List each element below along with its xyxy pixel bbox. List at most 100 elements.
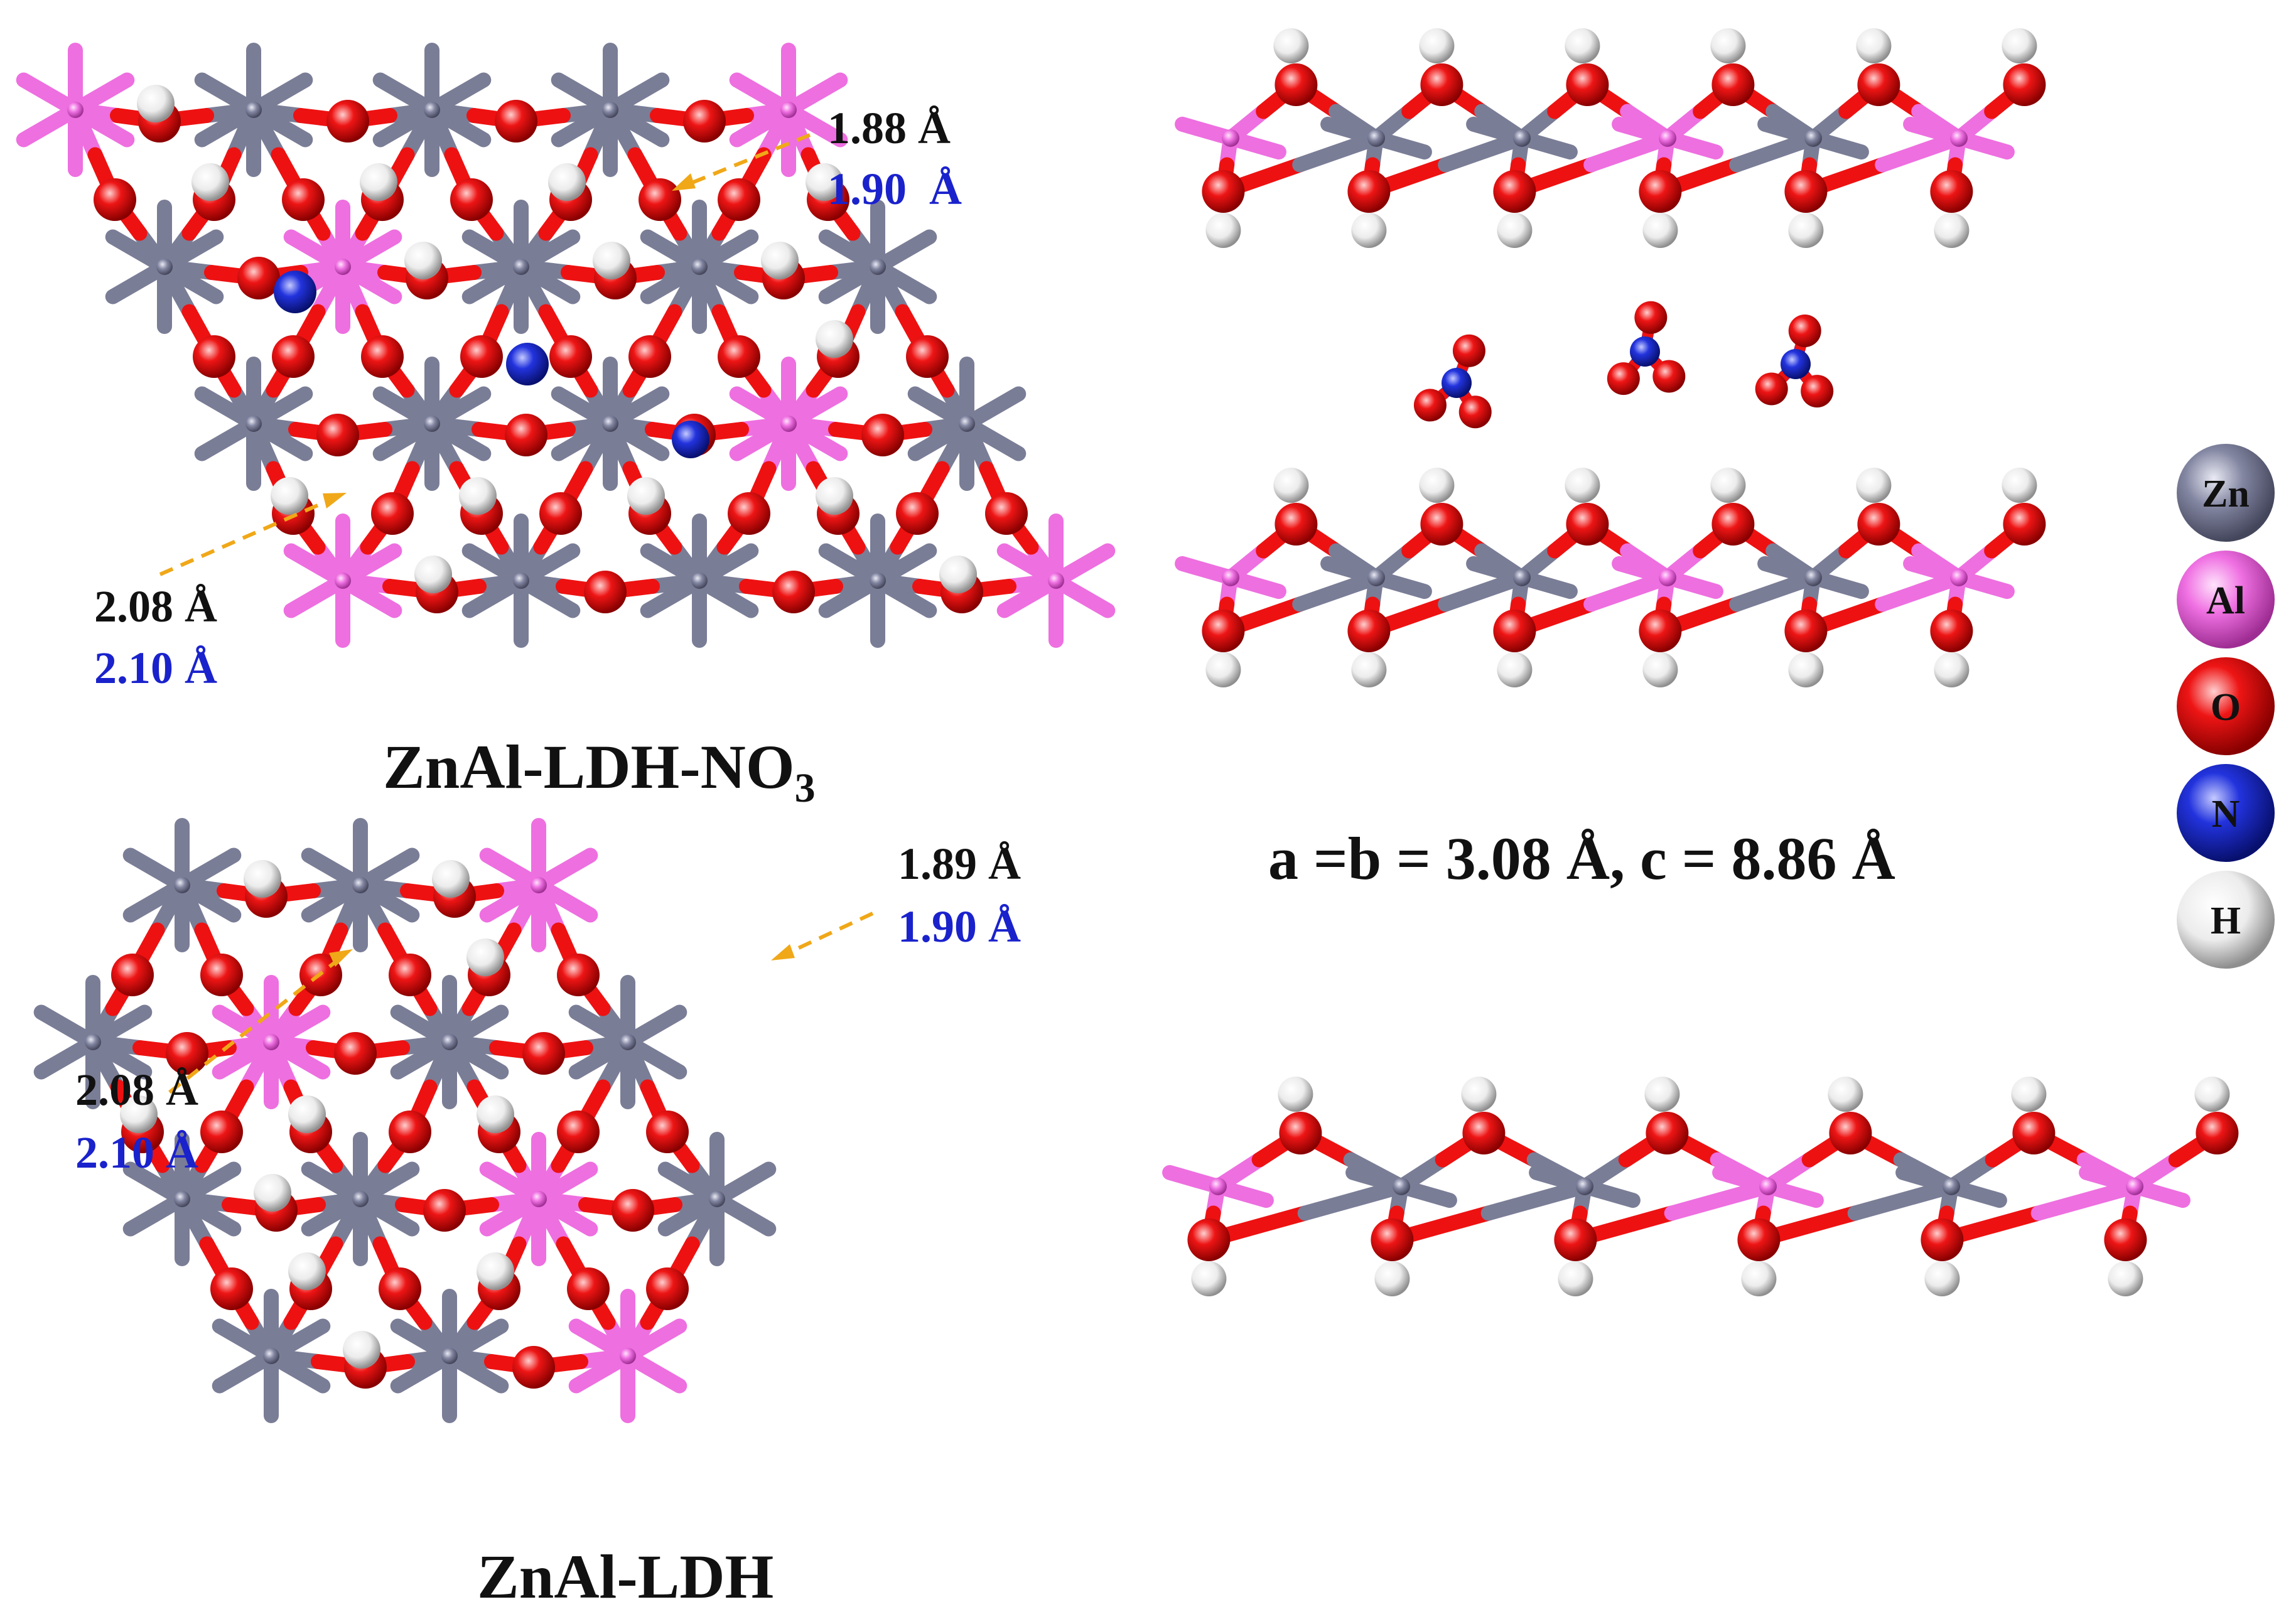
atom-o bbox=[1788, 315, 1821, 348]
atom-h bbox=[459, 477, 497, 515]
atom-h bbox=[1374, 1261, 1410, 1296]
atom-al bbox=[263, 1034, 279, 1050]
atom-o bbox=[1857, 503, 1900, 546]
bond-segment bbox=[1048, 573, 1116, 618]
label-tl-upper-blue: 1.90 Å bbox=[827, 164, 962, 214]
atom-h bbox=[2108, 1261, 2143, 1296]
atom-h bbox=[816, 477, 853, 515]
atom-o bbox=[1639, 170, 1682, 213]
atom-zn bbox=[352, 877, 369, 893]
atom-o bbox=[522, 1032, 565, 1075]
atom-h bbox=[288, 1252, 326, 1290]
atom-o bbox=[1784, 170, 1828, 213]
bond-segment bbox=[1048, 543, 1116, 588]
bond-segment bbox=[781, 72, 848, 117]
bond-segment bbox=[1664, 1179, 1776, 1221]
atom-n bbox=[1442, 368, 1472, 398]
atom-n bbox=[506, 343, 549, 385]
atom-zn bbox=[1576, 1178, 1593, 1195]
atom-o bbox=[1607, 362, 1640, 395]
atom-o bbox=[361, 335, 404, 378]
bond-segment bbox=[85, 1035, 126, 1095]
bond-segment bbox=[424, 102, 460, 163]
atom-zn bbox=[245, 102, 262, 118]
atom-zn bbox=[870, 573, 886, 589]
atom-o bbox=[1493, 170, 1536, 213]
bond-segment bbox=[212, 1348, 279, 1394]
atom-h bbox=[414, 556, 452, 593]
atom-h bbox=[1351, 213, 1387, 248]
bond-segment bbox=[1729, 131, 1821, 173]
title-zn-al-ldh: ZnAl-LDH bbox=[477, 1542, 773, 1611]
atom-h bbox=[1642, 652, 1678, 687]
label-bl-lower-black: 2.08 Å bbox=[75, 1065, 198, 1115]
atom-o bbox=[512, 1346, 555, 1389]
atom-h bbox=[816, 320, 853, 358]
atom-o bbox=[1921, 1218, 1964, 1261]
atom-h bbox=[939, 556, 977, 593]
atom-zn bbox=[709, 1191, 725, 1207]
atom-h bbox=[593, 242, 630, 279]
atom-o bbox=[584, 571, 627, 613]
atom-o bbox=[718, 178, 760, 221]
atom-zn bbox=[1367, 129, 1385, 147]
atom-h bbox=[432, 860, 470, 898]
bond-segment bbox=[1480, 1179, 1592, 1221]
atom-h bbox=[1934, 213, 1970, 248]
atom-o bbox=[1566, 503, 1609, 546]
atom-al bbox=[2126, 1178, 2143, 1195]
bond-segment bbox=[1297, 1179, 1409, 1221]
legend-swatch-zn bbox=[2177, 444, 2275, 542]
bond-segment bbox=[1583, 570, 1675, 612]
atom-o bbox=[326, 100, 369, 143]
atom-o bbox=[612, 1189, 654, 1232]
atom-h bbox=[191, 163, 229, 201]
atom-o bbox=[371, 492, 414, 535]
atom-o bbox=[861, 414, 904, 456]
atom-h bbox=[1788, 213, 1824, 248]
bond-segment bbox=[709, 1191, 777, 1237]
atom-zn bbox=[424, 416, 440, 432]
atom-o bbox=[1755, 372, 1788, 406]
bond-segment bbox=[264, 1035, 299, 1095]
legend-label-o: O bbox=[2211, 686, 2241, 729]
atom-h bbox=[1205, 213, 1241, 248]
bond-segment bbox=[442, 1035, 482, 1095]
bond-segment bbox=[157, 259, 197, 320]
atom-o bbox=[1711, 503, 1755, 546]
atom-o bbox=[389, 954, 431, 996]
atom-o bbox=[210, 1267, 253, 1310]
atom-h bbox=[1558, 1261, 1593, 1296]
atom-h bbox=[271, 477, 308, 515]
atom-zn bbox=[174, 1191, 190, 1207]
atom-h bbox=[548, 163, 586, 201]
lattice-parameters: a =b = 3.08 Å, c = 8.86 Å bbox=[1268, 825, 1895, 892]
atom-o bbox=[1784, 610, 1828, 652]
atom-n bbox=[274, 271, 316, 313]
atom-h bbox=[1924, 1261, 1960, 1296]
atom-zn bbox=[1943, 1178, 1960, 1195]
atom-o bbox=[495, 100, 537, 143]
atom-h bbox=[477, 1095, 514, 1133]
atom-al bbox=[67, 102, 84, 118]
bond-segment bbox=[1847, 1179, 1959, 1221]
atom-al bbox=[1659, 569, 1676, 586]
atom-o bbox=[1458, 395, 1492, 429]
atom-zn bbox=[602, 102, 618, 118]
atom-o bbox=[1737, 1218, 1781, 1261]
atom-o bbox=[2003, 63, 2046, 106]
label-tl-lower-blue: 2.10 Å bbox=[94, 643, 217, 693]
atom-o bbox=[772, 571, 815, 613]
atom-zn bbox=[513, 259, 529, 275]
atom-zn bbox=[441, 1034, 458, 1050]
legend-swatch-al bbox=[2177, 551, 2275, 648]
bond-segment bbox=[16, 72, 83, 117]
atom-al bbox=[1222, 569, 1239, 586]
bond-length-arrows bbox=[159, 133, 874, 1094]
atom-o bbox=[683, 100, 726, 143]
atom-h bbox=[1710, 468, 1746, 503]
atom-o bbox=[2003, 503, 2046, 546]
title-zn-al-ldh-no3: ZnAl-LDH-NO3 bbox=[383, 732, 816, 811]
atom-o bbox=[646, 1111, 689, 1153]
